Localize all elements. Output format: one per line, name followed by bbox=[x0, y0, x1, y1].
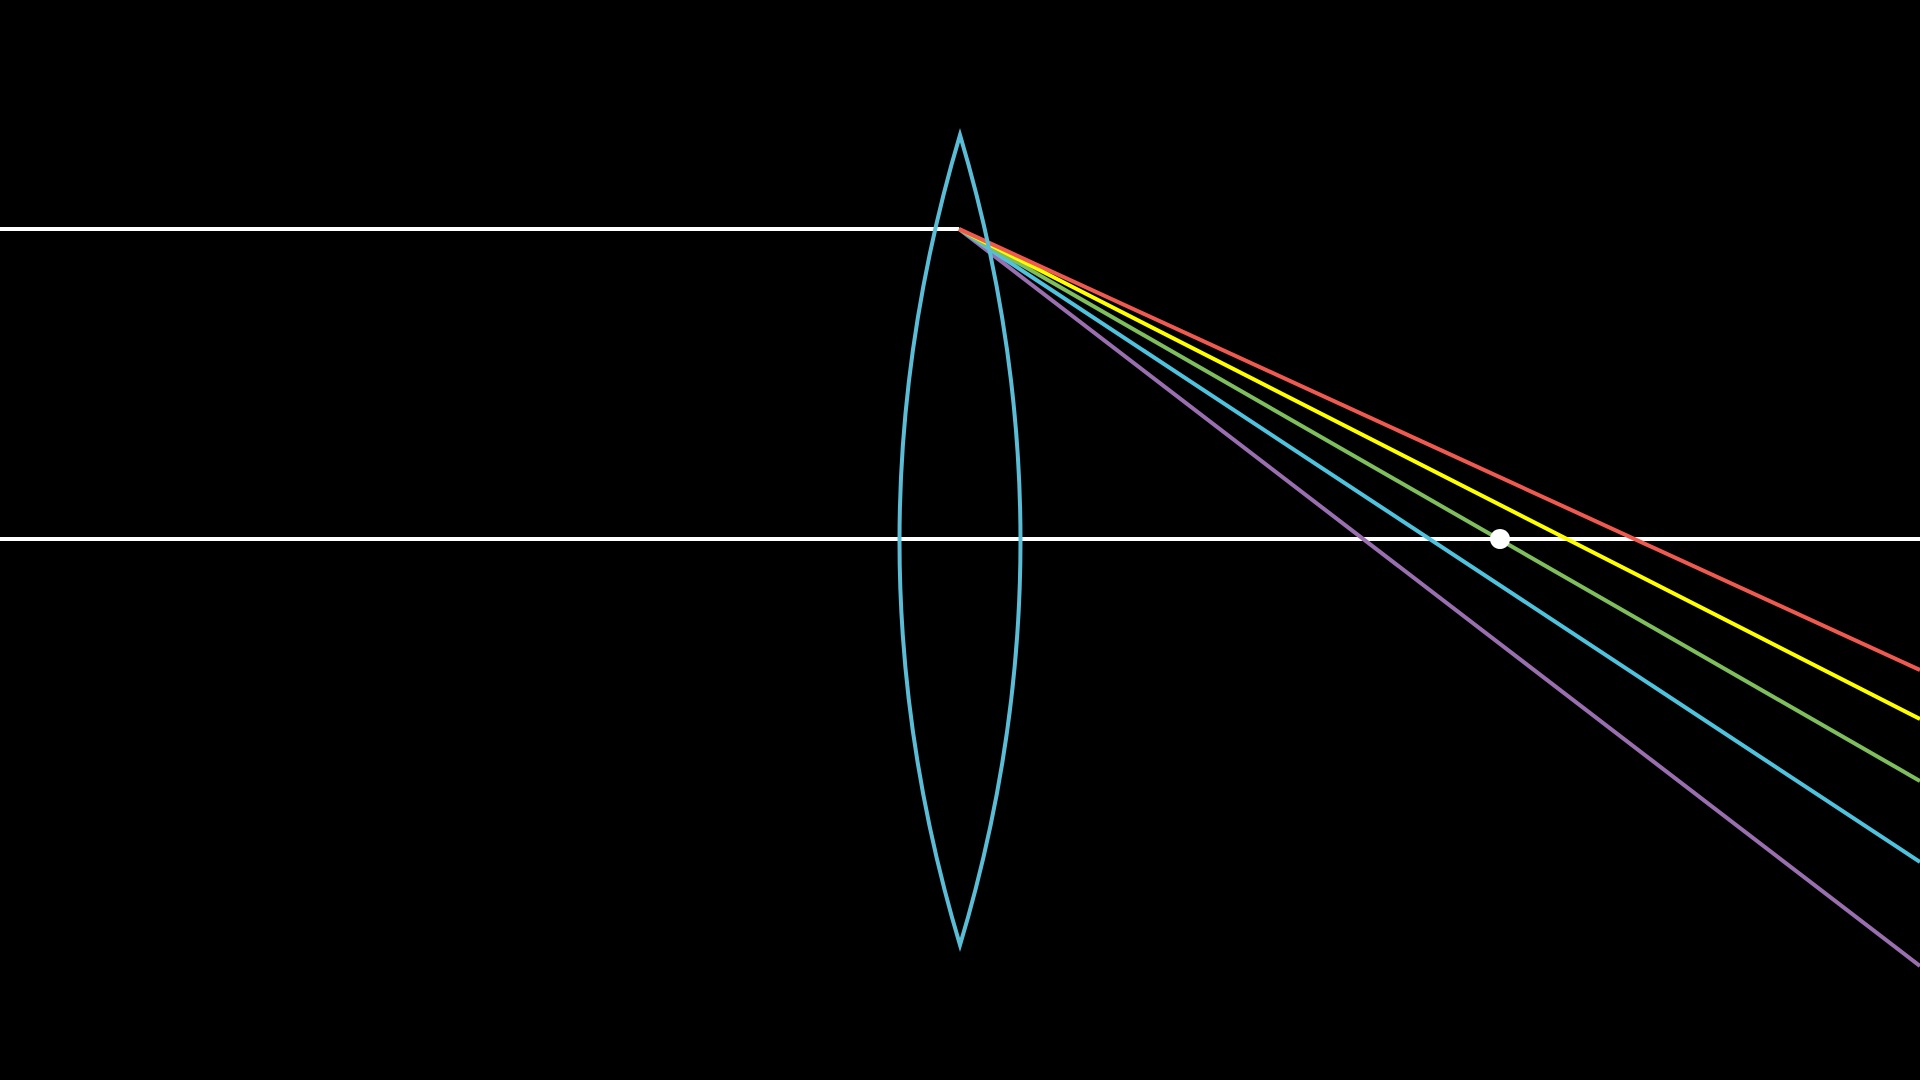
refracted-ray-red bbox=[958, 227, 1920, 672]
biconvex-lens bbox=[897, 127, 1023, 952]
refracted-rays bbox=[957, 227, 1920, 968]
refracted-ray-green bbox=[958, 227, 1920, 783]
focal-point bbox=[1490, 529, 1510, 549]
refracted-ray-yellow bbox=[958, 227, 1920, 721]
refracted-ray-blue bbox=[957, 227, 1920, 864]
refracted-ray-violet bbox=[957, 227, 1920, 968]
